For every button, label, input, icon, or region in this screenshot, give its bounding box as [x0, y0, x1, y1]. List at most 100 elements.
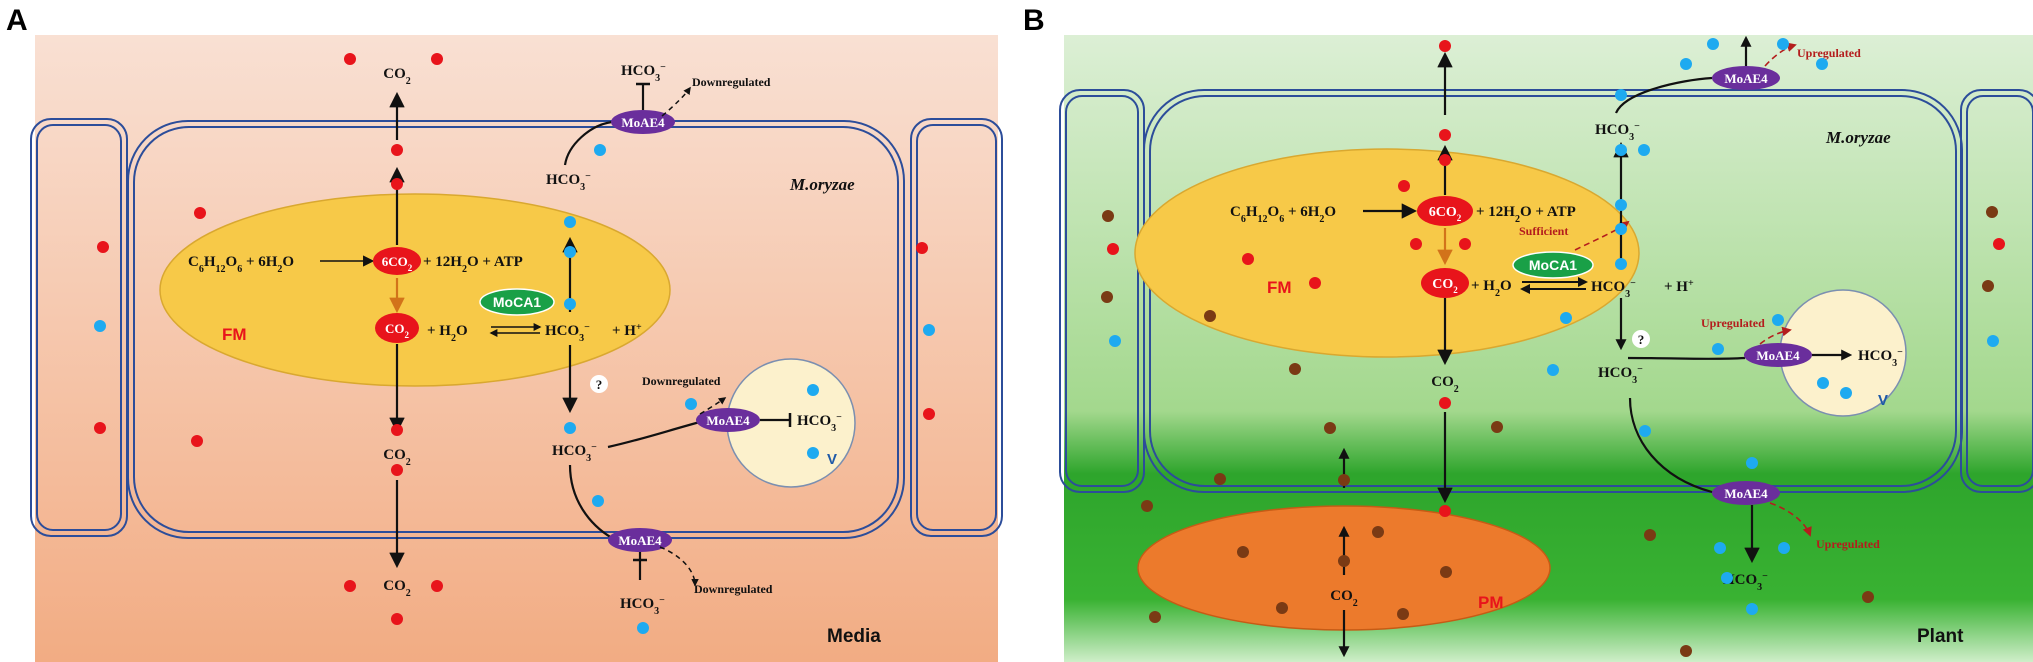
bicarb-dot — [1816, 58, 1828, 70]
plant-particle — [1338, 555, 1350, 567]
bicarb-dot — [1615, 89, 1627, 101]
vacuole-label-b: V — [1878, 392, 1888, 409]
plant-particle — [1397, 608, 1409, 620]
fm-label-b: FM — [1267, 278, 1292, 297]
co2-dot — [391, 464, 403, 476]
bicarb-dot — [1639, 425, 1651, 437]
m-oryzae-cell-b — [1149, 95, 1957, 487]
co2-dot — [1439, 129, 1451, 141]
co2-dot — [94, 422, 106, 434]
bicarb-dot — [1547, 364, 1559, 376]
plant-particle — [1237, 546, 1249, 558]
co2-dot — [1439, 40, 1451, 52]
co2-dot — [391, 144, 403, 156]
moae4-vacuole-a — [696, 408, 760, 432]
bicarb-dot — [685, 398, 697, 410]
bicarb-dot — [1615, 144, 1627, 156]
co2-dot — [1242, 253, 1254, 265]
upregulated-bottom-label-b: Upregulated — [1816, 537, 1880, 551]
bicarb-dot — [637, 622, 649, 634]
proton-label-b: + H+ — [1664, 278, 1694, 296]
bicarb-dot — [1712, 343, 1724, 355]
pm-label-b: PM — [1478, 593, 1504, 612]
question-circle-a — [590, 375, 608, 393]
moae4-top-label-b: MoAE4 — [1724, 71, 1768, 86]
moca1-enzyme-b — [1512, 251, 1594, 279]
co2-dot — [391, 424, 403, 436]
proton-label-a: + H+ — [612, 322, 642, 340]
path-bicarb-to-vacuole-a — [607, 420, 701, 449]
co2-label-a: CO2 — [385, 321, 410, 340]
bicarb-dot — [1615, 199, 1627, 211]
moae4-bottom-label-a: MoAE4 — [618, 533, 662, 548]
panel-a: A M.oryzae FM V Media C6H12O6 + 6H2O 6CO… — [6, 4, 1003, 662]
bicarb-dot — [1987, 335, 1999, 347]
path-bicarb-to-moae4-top-b — [1614, 76, 1713, 114]
moae4-top-label-a: MoAE4 — [621, 115, 665, 130]
plant-particle — [1644, 529, 1656, 541]
question-circle-b — [1632, 330, 1650, 348]
co2-top-label-a: CO2 — [383, 66, 411, 87]
bicarb-dot — [1109, 335, 1121, 347]
co2-dot — [1439, 154, 1451, 166]
co2-dot — [1439, 505, 1451, 517]
dashed-upreg-bottom-b — [1769, 502, 1812, 537]
question-label-a: ? — [596, 377, 603, 392]
path-bicarb-to-moae4-top-a — [563, 120, 613, 166]
bicarb-dot — [564, 216, 576, 228]
plant-particle — [1289, 363, 1301, 375]
bicarb-dot — [1721, 572, 1733, 584]
panel-a-letter: A — [6, 4, 28, 37]
co2-dots-b — [1107, 40, 2005, 517]
left-neighbor-cell — [36, 124, 122, 531]
plant-particles-b — [1101, 206, 1998, 657]
co2-dot — [1309, 277, 1321, 289]
co2-dot — [191, 435, 203, 447]
bicarb-dot — [1680, 58, 1692, 70]
dashed-downreg-top-a — [661, 86, 691, 117]
moae4-top-b — [1712, 66, 1780, 90]
moae4-vacuole-label-b: MoAE4 — [1756, 348, 1800, 363]
bicarb-dot — [564, 246, 576, 258]
plant-particle — [1862, 591, 1874, 603]
co2-mid-label-b: CO2 — [1431, 374, 1459, 395]
bicarb-dots-b — [1109, 38, 1999, 615]
plant-particle — [1372, 526, 1384, 538]
dashed-upreg-vacuole-b — [1759, 326, 1792, 345]
plant-particle — [1324, 422, 1336, 434]
co2-dot — [1410, 238, 1422, 250]
bicarb-dot — [1638, 144, 1650, 156]
left-neighbor-cell-b — [1065, 95, 1139, 487]
vacuole-label-a: V — [827, 451, 837, 468]
plant-particle — [1149, 611, 1161, 623]
products-label-a: + 12H2O + ATP — [423, 254, 523, 275]
co2-6-label-b: 6CO2 — [1429, 205, 1462, 223]
bicarb-dot — [594, 144, 606, 156]
plant-particle — [1680, 645, 1692, 657]
co2-6-badge-b — [1417, 196, 1473, 226]
bicarb-dot — [807, 447, 819, 459]
moae4-vacuole-b — [1744, 343, 1812, 367]
co2-bottom-label-a: CO2 — [383, 578, 411, 599]
water-label-a: + H2O — [427, 323, 468, 344]
bicarb-label-b: HCO3− — [1591, 278, 1636, 300]
downregulated-vacuole-label-a: Downregulated — [642, 374, 721, 388]
organism-label-a: M.oryzae — [789, 175, 855, 194]
bicarb-upper-label-b: HCO3− — [1595, 121, 1640, 143]
co2-dots-a — [94, 53, 935, 625]
plant-particle — [1101, 291, 1113, 303]
glucose-equation-b: C6H12O6 + 6H2O — [1230, 204, 1336, 225]
plant-particle — [1214, 473, 1226, 485]
dashed-downreg-vacuole-a — [699, 397, 727, 415]
dashed-downreg-bottom-a — [659, 546, 699, 587]
co2-label-b: CO2 — [1432, 277, 1458, 295]
bicarb-lower-label-a: HCO3− — [552, 442, 597, 464]
co2-dot — [391, 178, 403, 190]
moae4-bottom-b — [1712, 481, 1780, 505]
co2-dot — [431, 580, 443, 592]
plant-particle — [1491, 421, 1503, 433]
bicarb-dot — [1746, 603, 1758, 615]
m-oryzae-cell — [133, 126, 899, 533]
bicarb-top-label-a: HCO3− — [621, 62, 666, 84]
